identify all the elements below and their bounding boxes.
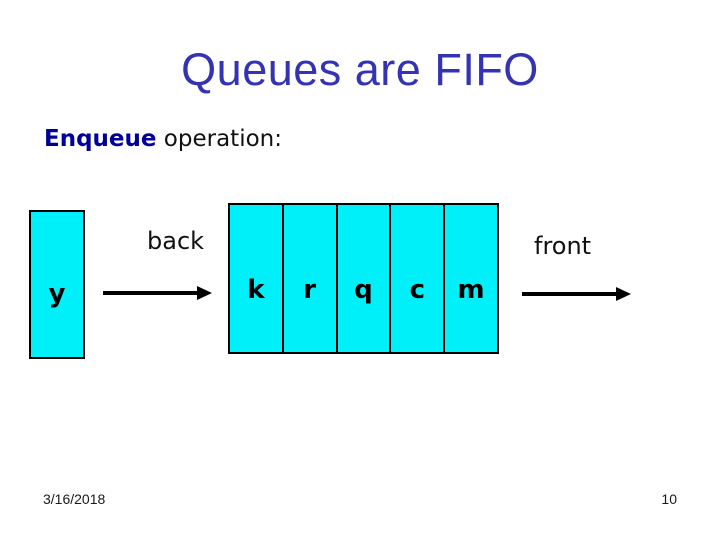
queue-cell: r [283, 205, 338, 352]
front-label: front [534, 232, 592, 260]
subtitle: Enqueue operation: [44, 126, 282, 152]
queue-cell: m [445, 205, 497, 352]
dequeue-arrow-icon [522, 287, 631, 301]
slide-title: Queues are FIFO [181, 44, 539, 95]
subtitle-rest: operation: [156, 126, 282, 152]
back-label: back [147, 227, 205, 255]
incoming-item-label: y [48, 279, 66, 309]
queue-cell: c [391, 205, 446, 352]
footer-page-number: 10 [661, 491, 677, 507]
footer-date: 3/16/2018 [43, 491, 106, 507]
incoming-item-box: y [29, 210, 85, 359]
queue-cell: q [337, 205, 392, 352]
queue-cell: k [230, 205, 284, 352]
queue: k r q c m [228, 203, 499, 354]
subtitle-keyword: Enqueue [44, 126, 157, 152]
enqueue-arrow-icon [103, 286, 212, 300]
